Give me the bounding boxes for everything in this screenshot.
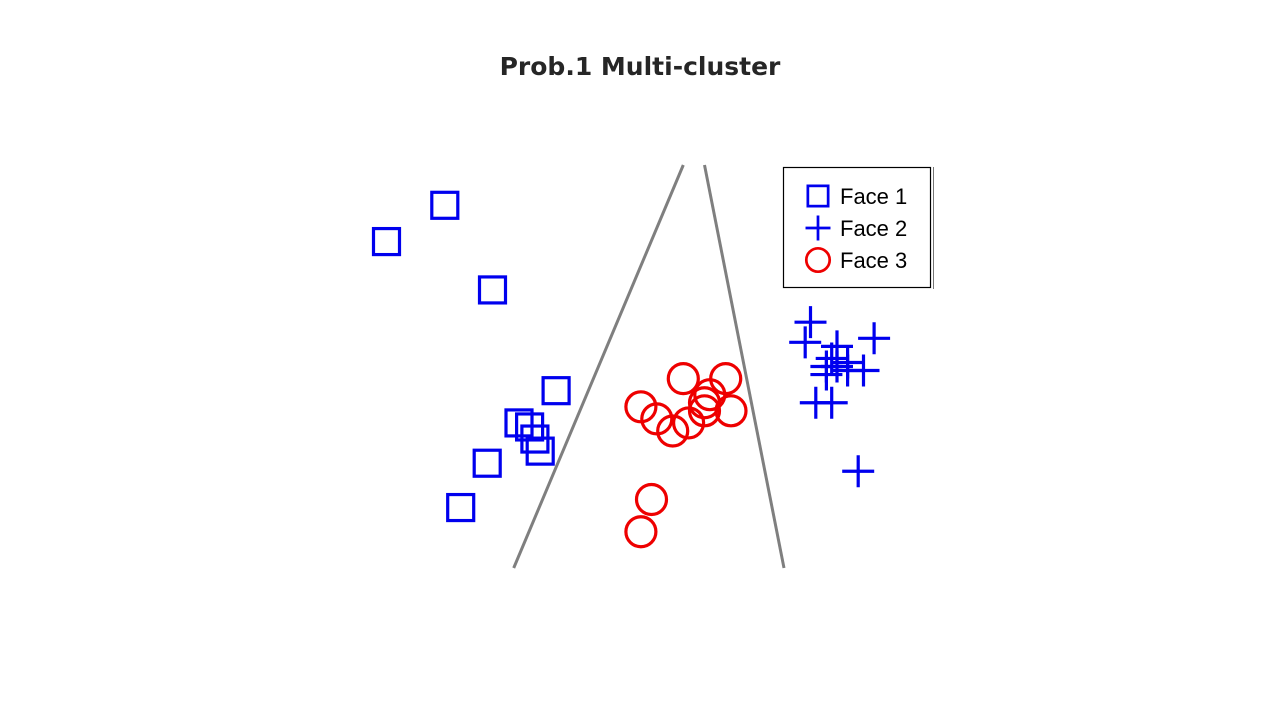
- data-point: [847, 354, 880, 387]
- data-point: [810, 358, 843, 391]
- legend-label-face-1: Face 1: [840, 184, 907, 209]
- data-point: [815, 386, 848, 419]
- data-point: [624, 515, 658, 549]
- legend-symbol-face-3: [804, 246, 832, 274]
- data-point: [472, 448, 502, 478]
- data-point: [504, 408, 534, 438]
- series-face-3: [624, 361, 748, 549]
- data-point: [789, 326, 822, 359]
- data-point: [371, 226, 402, 257]
- data-point: [858, 322, 891, 355]
- separator-lines: [512, 164, 786, 569]
- legend-symbols: [804, 184, 832, 274]
- data-point: [525, 436, 555, 466]
- separator-line-2: [703, 164, 786, 569]
- chart-title: Prob.1 Multi-cluster: [499, 52, 781, 81]
- data-point: [842, 455, 875, 488]
- legend-symbol-face-2: [805, 215, 831, 241]
- data-point: [656, 414, 690, 448]
- data-point: [446, 492, 476, 523]
- data-point: [714, 394, 748, 428]
- series-face-1: [371, 190, 571, 523]
- data-point: [687, 394, 722, 428]
- data-point: [477, 275, 508, 305]
- data-point: [709, 361, 743, 396]
- legend: Face 1 Face 2 Face 3: [782, 166, 934, 289]
- series-face-2: [789, 306, 891, 488]
- legend-label-face-3: Face 3: [840, 248, 907, 273]
- data-point: [794, 306, 827, 339]
- data-point: [693, 378, 727, 412]
- data-markers: [371, 190, 891, 549]
- separator-line-1: [512, 164, 685, 569]
- legend-symbol-face-1: [806, 184, 830, 208]
- legend-label-face-2: Face 2: [840, 216, 907, 241]
- data-point: [634, 482, 669, 517]
- data-point: [666, 361, 700, 396]
- data-point: [430, 190, 460, 220]
- data-point: [541, 376, 571, 406]
